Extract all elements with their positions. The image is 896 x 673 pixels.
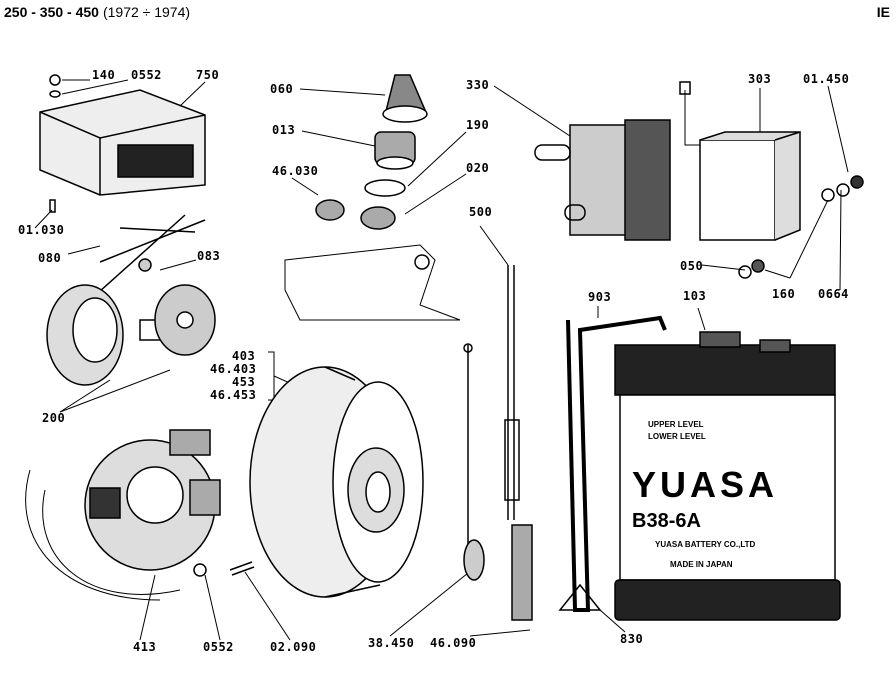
rectifier-303 [679, 81, 801, 241]
battery-maker: YUASA BATTERY CO.,LTD [655, 540, 756, 549]
part-label-750: 750 [196, 68, 220, 82]
grommet-020 [360, 206, 396, 230]
part-label-160: 160 [772, 287, 796, 301]
part-label-200: 200 [42, 411, 66, 425]
part-label-060: 060 [270, 82, 294, 96]
frame-section [284, 244, 461, 321]
regulator-750 [39, 74, 206, 213]
part-label-0552-b: 0552 [203, 640, 234, 654]
part-label-050: 050 [680, 259, 704, 273]
lead-38450 [463, 343, 485, 581]
section-code: IE [876, 4, 890, 20]
pickup-200 [46, 284, 216, 386]
part-label-01450: 01.450 [803, 72, 850, 86]
part-label-903: 903 [588, 290, 612, 304]
battery-upper-level: UPPER LEVEL [648, 420, 704, 429]
part-label-01030: 01.030 [18, 223, 65, 237]
part-label-190: 190 [466, 118, 490, 132]
part-label-413: 413 [133, 640, 157, 654]
hardware-washers [738, 175, 864, 279]
part-label-403: 403 [232, 349, 256, 363]
battery-103 [614, 331, 841, 621]
dipstick-500 [504, 265, 533, 621]
part-label-0664: 0664 [818, 287, 849, 301]
part-label-330: 330 [466, 78, 490, 92]
page-title: 250 - 350 - 450(1972 ÷ 1974) [4, 4, 190, 20]
plug-013 [374, 131, 416, 170]
flywheel-403 [249, 366, 424, 598]
washer-190 [364, 179, 406, 197]
part-label-083: 083 [197, 249, 221, 263]
year-range: (1972 ÷ 1974) [102, 4, 191, 20]
part-label-38450: 38.450 [368, 636, 415, 650]
part-label-020: 020 [466, 161, 490, 175]
part-label-46453: 46.453 [210, 388, 257, 402]
part-label-140: 140 [92, 68, 116, 82]
part-label-080: 080 [38, 251, 62, 265]
part-label-500: 500 [469, 205, 493, 219]
part-label-013: 013 [272, 123, 296, 137]
battery-model: B38-6A [632, 510, 701, 532]
stator-413 [25, 429, 255, 601]
cap-060 [382, 74, 428, 123]
battery-brand: YUASA [632, 464, 779, 505]
switch-330 [534, 119, 671, 241]
battery-lower-level: LOWER LEVEL [648, 432, 706, 441]
part-label-02090: 02.090 [270, 640, 317, 654]
grommet-46030 [315, 199, 345, 221]
part-label-303: 303 [748, 72, 772, 86]
leader-lines [34, 79, 849, 641]
strap-903 [558, 315, 667, 612]
battery-origin: MADE IN JAPAN [670, 560, 733, 569]
part-label-46403: 46.403 [210, 362, 257, 376]
part-label-46030: 46.030 [272, 164, 319, 178]
model-list: 250 - 350 - 450 [4, 4, 99, 20]
wiring-080 [69, 214, 206, 319]
part-label-0552: 0552 [131, 68, 162, 82]
part-label-103: 103 [683, 289, 707, 303]
part-label-830: 830 [620, 632, 644, 646]
part-label-46090: 46.090 [430, 636, 477, 650]
part-label-453: 453 [232, 375, 256, 389]
